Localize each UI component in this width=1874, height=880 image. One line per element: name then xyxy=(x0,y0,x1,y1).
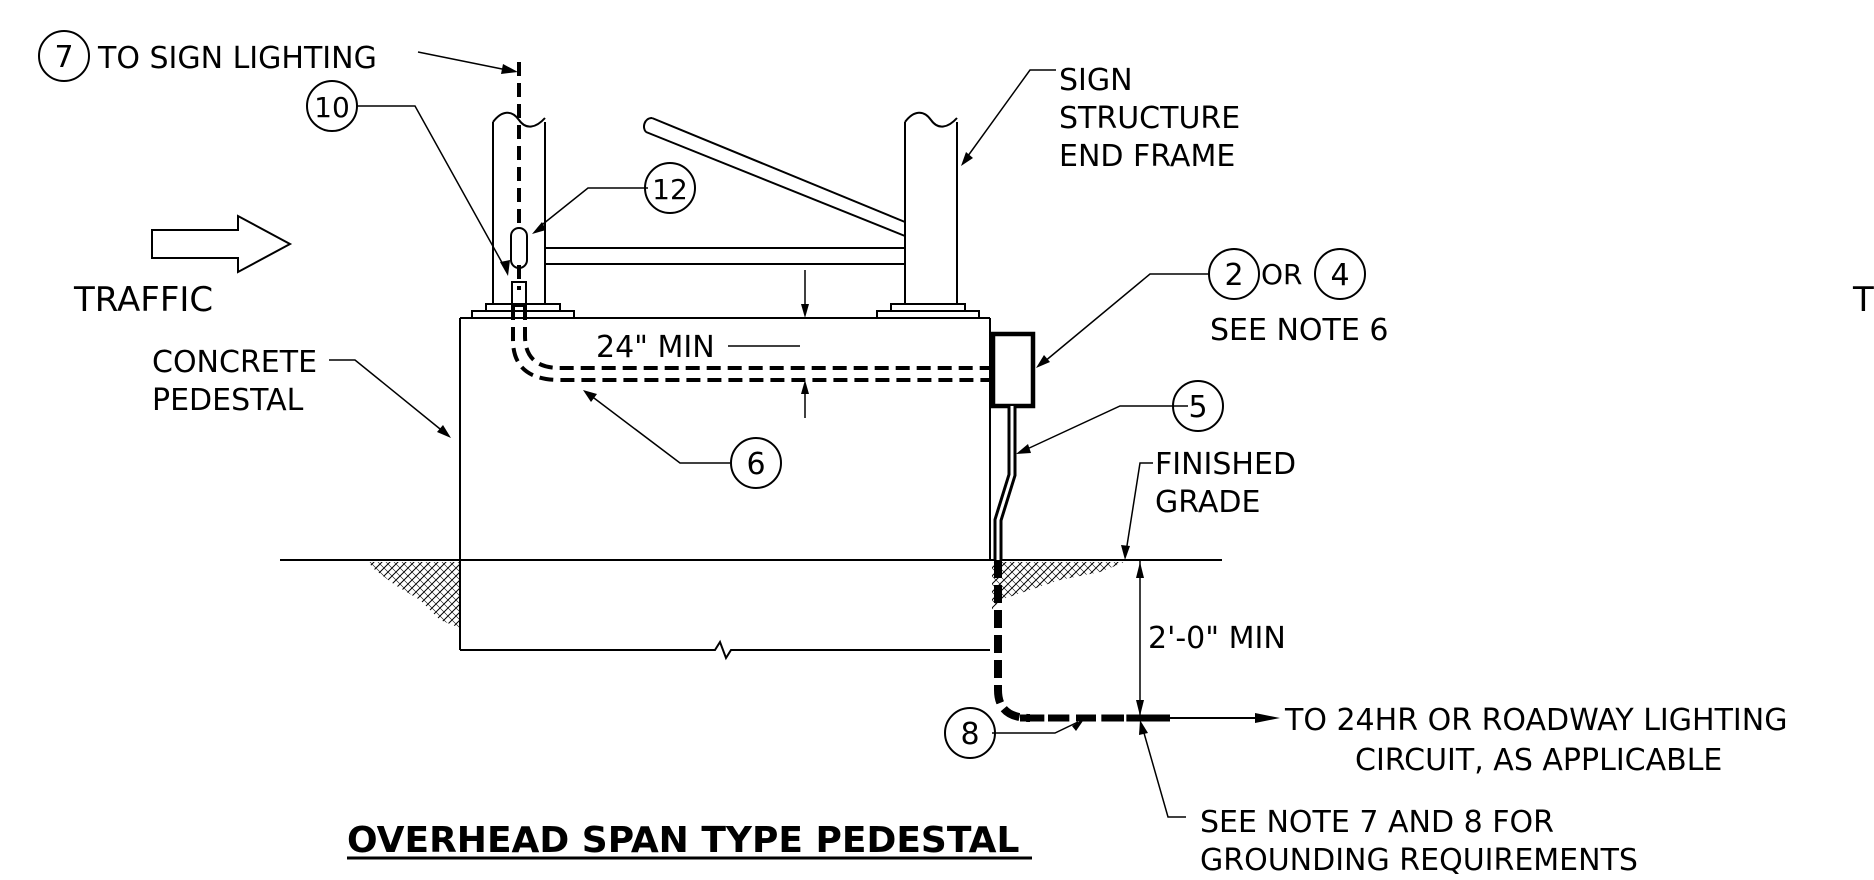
label-end-frame: END FRAME xyxy=(1059,139,1235,174)
callout-8: 8 xyxy=(944,707,996,759)
junction-box xyxy=(990,331,1036,409)
label-concrete: CONCRETE xyxy=(152,345,317,380)
concrete-pedestal xyxy=(459,317,991,661)
dimension-2ft-min xyxy=(1122,559,1180,718)
svg-text:10: 10 xyxy=(314,91,350,124)
callout-5: 5 xyxy=(1172,380,1224,432)
label-or: OR xyxy=(1261,258,1303,291)
end-frame-members xyxy=(545,117,906,265)
label-to-24hr: TO 24HR OR ROADWAY LIGHTING xyxy=(1284,703,1787,738)
callout-7: 7 xyxy=(38,30,90,82)
callout-10: 10 xyxy=(306,80,358,132)
finished-grade-line xyxy=(280,559,1222,628)
label-2ft-min: 2'-0" MIN xyxy=(1148,621,1286,656)
label-grounding: GROUNDING REQUIREMENTS xyxy=(1200,843,1638,878)
conduit-6 xyxy=(510,62,990,382)
soil-hatch-left xyxy=(368,562,460,628)
conduit-5 xyxy=(993,406,1170,722)
svg-text:4: 4 xyxy=(1330,258,1349,293)
label-circuit: CIRCUIT, AS APPLICABLE xyxy=(1355,743,1722,778)
label-24-min: 24" MIN xyxy=(596,330,715,365)
label-sign: SIGN xyxy=(1059,63,1133,98)
connector-12 xyxy=(510,227,528,269)
svg-text:7: 7 xyxy=(54,40,73,75)
svg-text:12: 12 xyxy=(652,173,688,206)
label-traffic: TRAFFIC xyxy=(73,280,213,320)
label-see-note-6: SEE NOTE 6 xyxy=(1210,313,1388,348)
traffic-arrow xyxy=(151,214,293,274)
callout-6: 6 xyxy=(730,437,782,489)
drawing-title: OVERHEAD SPAN TYPE PEDESTAL xyxy=(347,820,1032,861)
label-edge-letter: T xyxy=(1852,280,1874,320)
svg-text:6: 6 xyxy=(746,447,765,482)
soil-hatch-right xyxy=(992,562,1125,610)
label-pedestal: PEDESTAL xyxy=(152,383,304,418)
svg-text:OVERHEAD SPAN TYPE PEDESTAL: OVERHEAD SPAN TYPE PEDESTAL xyxy=(347,820,1019,861)
svg-text:2: 2 xyxy=(1224,258,1243,293)
label-structure: STRUCTURE xyxy=(1059,101,1240,136)
dimension-24-min xyxy=(728,270,809,418)
callout-4: 4 xyxy=(1314,248,1366,300)
svg-text:5: 5 xyxy=(1188,390,1207,425)
label-grade: GRADE xyxy=(1155,485,1260,520)
svg-text:8: 8 xyxy=(960,717,979,752)
label-to-sign-lighting: TO SIGN LIGHTING xyxy=(97,41,377,76)
callout-12: 12 xyxy=(644,162,696,214)
label-see-note-7-8: SEE NOTE 7 AND 8 FOR xyxy=(1200,805,1554,840)
label-finished: FINISHED xyxy=(1155,447,1296,482)
leader-lines xyxy=(329,51,1210,818)
base-plates xyxy=(471,303,980,319)
callout-2: 2 xyxy=(1208,248,1260,300)
arrow-to-circuit xyxy=(1170,713,1280,723)
sign-posts xyxy=(492,111,958,304)
